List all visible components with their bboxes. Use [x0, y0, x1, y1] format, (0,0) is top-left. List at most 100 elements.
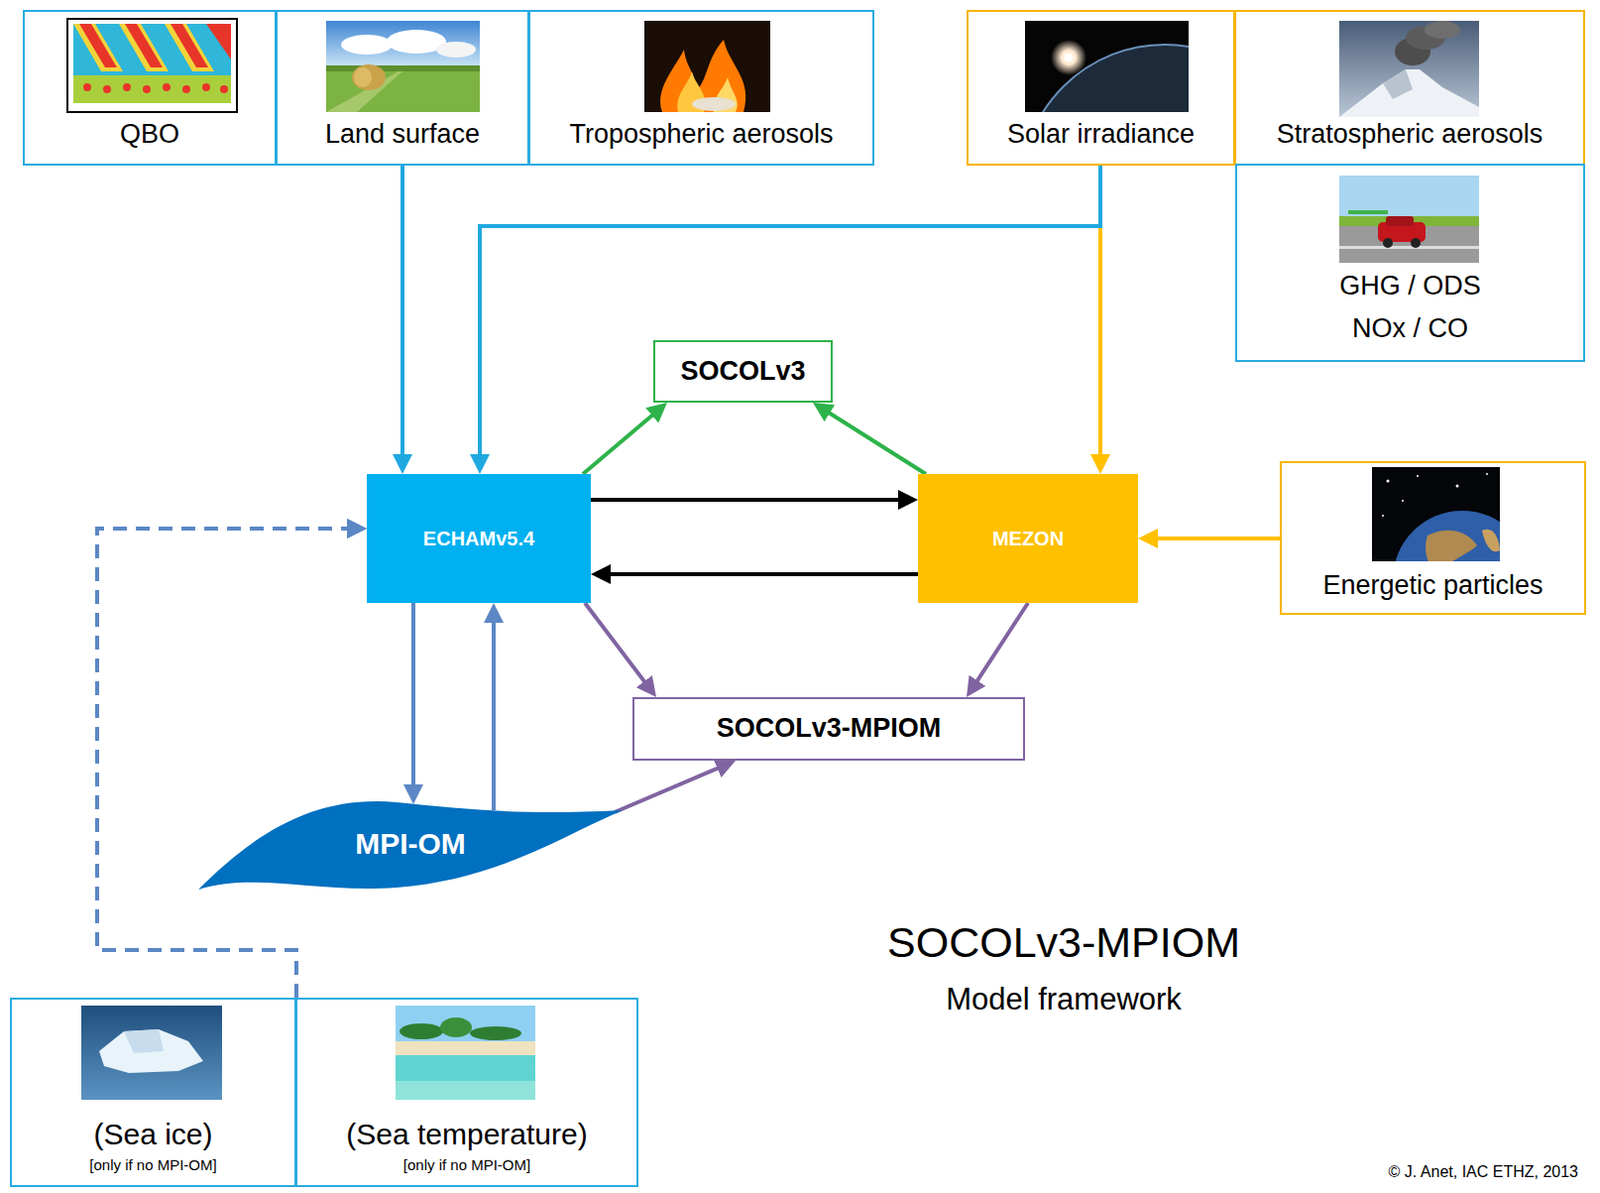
- model-box: SOCOLv3: [653, 340, 833, 403]
- sea-ice-picture-part: [99, 1028, 204, 1073]
- car-picture-part: [1382, 237, 1393, 248]
- qbo-plot-picture-part-part: [220, 85, 229, 94]
- input-box: GHG / ODS NOx / CO: [1235, 163, 1586, 362]
- condition-note: [only if no MPI-OM]: [403, 1155, 531, 1173]
- qbo-plot-picture-part-part: [142, 85, 151, 94]
- car-picture-part: [1410, 237, 1421, 248]
- qbo-plot-picture-part: [67, 18, 237, 113]
- earth-picture-part: [1416, 474, 1419, 477]
- qbo-plot-picture-part-part: [73, 23, 231, 104]
- ocean-wave: MPI-OM: [198, 790, 623, 898]
- component-name: MPI-OM: [354, 826, 466, 862]
- sea-ice-picture: [81, 1005, 223, 1100]
- qbo-plot-picture-part-part: [124, 23, 163, 68]
- input-box: QBO: [22, 9, 277, 166]
- qbo-plot-picture-part-part: [83, 83, 92, 92]
- earth-picture-part: [1386, 479, 1390, 483]
- input-label: Stratospheric aerosols: [1276, 118, 1544, 150]
- sun-picture-part: [1064, 53, 1073, 62]
- car-picture-part: [1348, 210, 1388, 215]
- arrow-connector: [491, 610, 496, 810]
- diagram-caption: Model framework: [945, 981, 1182, 1018]
- fire-picture-part: [660, 39, 746, 113]
- car-picture-part: [1339, 175, 1480, 222]
- model-name: SOCOLv3-MPIOM: [716, 712, 942, 744]
- arrow-connector: [819, 406, 926, 474]
- input-box: Land surface: [275, 9, 530, 166]
- land-picture-part: [326, 65, 480, 72]
- diagram-title: SOCOLv3-MPIOM: [887, 917, 1241, 967]
- condition-note: [only if no MPI-OM]: [89, 1155, 217, 1173]
- input-box: Solar irradiance: [966, 9, 1236, 166]
- beach-picture-part: [440, 1017, 472, 1037]
- volcano-picture-part: [1339, 20, 1480, 117]
- input-box: Tropospheric aerosols: [528, 9, 875, 166]
- sea-ice-picture-part: [81, 1005, 223, 1100]
- input-label: QBO: [119, 118, 180, 150]
- arrow-connector: [400, 165, 405, 466]
- qbo-plot-picture-part-part: [118, 23, 169, 72]
- sea-ice-picture-part: [123, 1028, 164, 1053]
- beach-picture-part: [395, 1005, 536, 1045]
- qbo-plot-picture-part-part: [103, 85, 112, 94]
- qbo-plot-picture-part-part: [122, 83, 131, 92]
- qbo-plot-picture-part-part: [79, 23, 117, 68]
- sun-picture-part-part: [1025, 44, 1189, 113]
- arrow-connector: [411, 602, 416, 797]
- qbo-plot-picture-part-part: [73, 75, 231, 104]
- qbo-plot-picture-part: [73, 23, 231, 104]
- component-name: MEZON: [992, 527, 1064, 551]
- car-picture-part: [1339, 245, 1480, 249]
- input-label: Land surface: [325, 118, 480, 150]
- car-picture-part: [1385, 216, 1414, 227]
- fire-picture: [644, 20, 771, 113]
- earth-picture-part-part: [1392, 510, 1500, 562]
- input-box: (Sea ice) [only if no MPI-OM]: [9, 997, 297, 1187]
- volcano-picture-part: [1339, 69, 1480, 117]
- sun-picture-part: [1050, 39, 1087, 76]
- earth-picture-part-part: [1425, 530, 1478, 562]
- input-box: Stratospheric aerosols: [1234, 9, 1586, 166]
- sun-picture-part-part: [1025, 44, 1189, 113]
- beach-picture-part: [395, 1040, 536, 1055]
- model-component-box: MEZON: [917, 473, 1139, 603]
- qbo-plot-picture-part-part: [182, 85, 191, 94]
- qbo-plot-picture: [67, 18, 237, 113]
- copyright-note: © J. Anet, IAC ETHZ, 2013: [1388, 1162, 1579, 1181]
- beach-picture-part: [399, 1023, 444, 1039]
- arrow-connector: [598, 571, 918, 576]
- earth-picture-part-part: [1482, 529, 1500, 553]
- land-picture-part: [326, 20, 480, 71]
- component-name: ECHAMv5.4: [423, 527, 535, 551]
- earth-picture-part: [1392, 510, 1500, 562]
- model-name: SOCOLv3: [680, 355, 805, 387]
- earth-picture: [1371, 466, 1532, 650]
- volcano-picture-part: [1424, 20, 1461, 39]
- dashed-connector: [97, 528, 359, 998]
- beach-picture-part: [469, 1026, 522, 1040]
- input-label: (Sea ice): [93, 1117, 213, 1152]
- arrow-connector: [479, 165, 1101, 466]
- dashed-connector: [97, 528, 359, 998]
- land-picture-part: [351, 64, 386, 91]
- input-label: (Sea temperature): [345, 1117, 587, 1152]
- arrow-connector: [584, 602, 652, 691]
- qbo-plot-picture-part-part: [73, 23, 123, 72]
- fire-picture-part: [644, 20, 771, 113]
- land-picture-part: [436, 41, 476, 58]
- input-label: Solar irradiance: [1007, 118, 1195, 150]
- car-picture-part: [1339, 216, 1480, 227]
- qbo-plot-picture-part-part: [202, 83, 211, 92]
- earth-picture-part: [1401, 499, 1404, 502]
- sun-picture: [1021, 20, 1309, 333]
- wave-shape: [198, 800, 623, 890]
- input-box: (Sea temperature) [only if no MPI-OM]: [295, 997, 639, 1187]
- beach-picture-part: [395, 1080, 536, 1100]
- car-picture: [1339, 175, 1480, 263]
- sun-picture-part: [1025, 44, 1189, 113]
- arrow-connector: [582, 407, 662, 474]
- qbo-plot-picture-part-part: [164, 23, 215, 72]
- input-label: Tropospheric aerosols: [569, 118, 833, 150]
- model-component-box: ECHAMv5.4: [366, 473, 591, 603]
- qbo-plot-picture-part-part: [170, 23, 209, 68]
